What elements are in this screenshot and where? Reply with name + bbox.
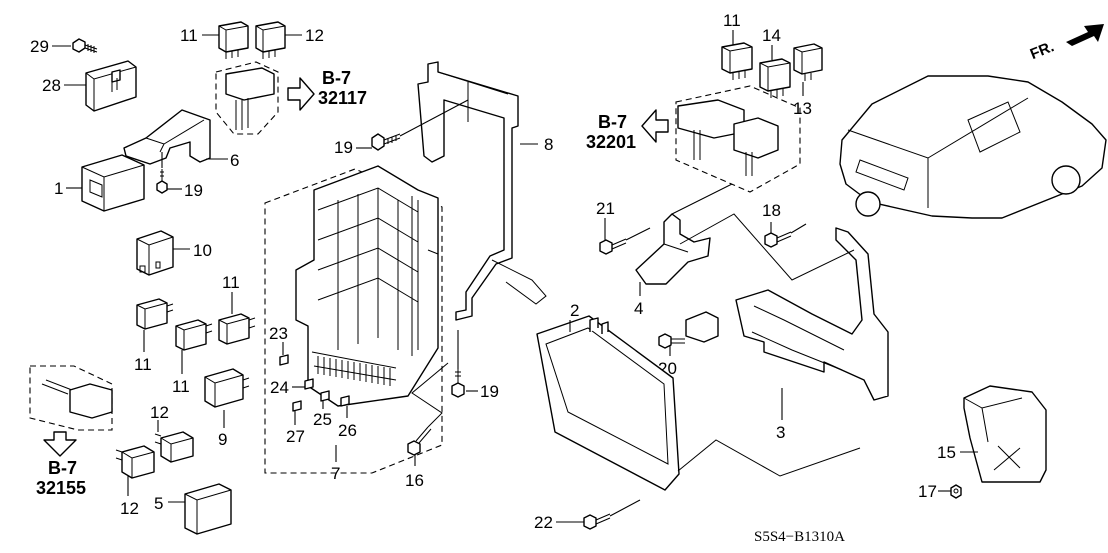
connector-32155[interactable] xyxy=(29,365,113,431)
callout-16: 16 xyxy=(405,471,424,490)
callout-3: 3 xyxy=(776,423,785,442)
part-7-fuse-box[interactable] xyxy=(295,165,439,407)
callout-12b: 12 xyxy=(150,403,169,422)
part-28-unit[interactable] xyxy=(85,60,137,112)
part-19-bolt-b[interactable] xyxy=(371,99,469,151)
callout-19a: 19 xyxy=(184,181,203,200)
part-11-relay-e[interactable] xyxy=(721,42,753,80)
part-18-bolt[interactable] xyxy=(764,223,807,248)
callout-11d: 11 xyxy=(222,273,240,292)
callout-2: 2 xyxy=(570,301,579,320)
callout-28: 28 xyxy=(42,76,61,95)
ref-32117-page[interactable]: B-7 xyxy=(322,68,351,88)
part-11-relay-c[interactable] xyxy=(175,319,213,351)
callout-24: 24 xyxy=(270,378,289,397)
part-24-fuse[interactable] xyxy=(304,378,314,390)
callout-9: 9 xyxy=(218,430,227,449)
part-4-bracket[interactable] xyxy=(635,183,733,285)
vehicle-location-illustration xyxy=(839,75,1107,219)
callout-8: 8 xyxy=(544,135,553,154)
callout-25: 25 xyxy=(313,410,332,429)
callout-23: 23 xyxy=(269,324,288,343)
part-3-bracket[interactable] xyxy=(735,227,889,401)
part-26-fuse[interactable] xyxy=(340,395,350,407)
callout-11e: 11 xyxy=(723,11,741,30)
part-21-bolt[interactable] xyxy=(599,227,651,255)
callout-19c: 19 xyxy=(480,382,499,401)
part-11-relay-b[interactable] xyxy=(136,298,174,330)
callout-17: 17 xyxy=(918,482,937,501)
arrow-ref-32155[interactable] xyxy=(43,431,77,457)
callout-7: 7 xyxy=(331,464,340,483)
assembly-guide-line-lower xyxy=(677,439,861,477)
arrow-ref-32117[interactable] xyxy=(287,77,315,111)
callout-11a: 11 xyxy=(180,26,198,45)
part-15-cover[interactable] xyxy=(963,385,1047,483)
part-12-relay-c[interactable] xyxy=(115,445,155,479)
part-27-fuse[interactable] xyxy=(292,400,302,412)
callout-12a: 12 xyxy=(305,26,324,45)
callout-29: 29 xyxy=(30,37,49,56)
part-8-bracket[interactable] xyxy=(417,61,547,321)
callout-11c: 11 xyxy=(172,377,190,396)
part-22-bolt[interactable] xyxy=(583,499,641,530)
part-6-bracket[interactable] xyxy=(123,109,211,165)
front-direction-arrow-icon xyxy=(1066,24,1104,46)
part-9-relay[interactable] xyxy=(204,368,250,408)
callout-12c: 12 xyxy=(120,499,139,518)
ref-32117-number[interactable]: 32117 xyxy=(318,88,367,108)
callout-15: 15 xyxy=(937,443,956,462)
callout-10: 10 xyxy=(193,241,212,260)
ref-32155-number[interactable]: 32155 xyxy=(36,478,86,498)
callout-21: 21 xyxy=(596,199,615,218)
callout-18: 18 xyxy=(762,201,781,220)
part-25-fuse[interactable] xyxy=(320,390,330,402)
part-16-bolt[interactable] xyxy=(407,362,449,456)
callout-14: 14 xyxy=(762,26,781,45)
part-19-bolt-c[interactable] xyxy=(451,330,465,398)
connector-32201[interactable] xyxy=(675,85,801,193)
callout-13: 13 xyxy=(793,99,812,118)
part-12-relay-top[interactable] xyxy=(255,21,286,59)
front-direction-label: FR. xyxy=(1028,38,1057,63)
fuse-box-outline xyxy=(264,168,443,474)
part-1-control-unit[interactable] xyxy=(81,154,145,212)
callout-5: 5 xyxy=(154,494,163,513)
part-20-bolt[interactable] xyxy=(658,311,719,349)
part-29-bolt[interactable] xyxy=(72,38,98,53)
diagram-code: S5S4−B1310A xyxy=(754,529,845,545)
arrow-ref-32201[interactable] xyxy=(641,109,669,143)
assembly-guide-line xyxy=(679,213,855,281)
ref-32201-number[interactable]: 32201 xyxy=(586,132,636,152)
part-5-unit[interactable] xyxy=(184,483,232,535)
ref-32201-page[interactable]: B-7 xyxy=(598,112,627,132)
callout-1: 1 xyxy=(54,179,63,198)
part-17-nut[interactable] xyxy=(950,484,962,499)
callout-6: 6 xyxy=(230,151,239,170)
callout-11b: 11 xyxy=(134,355,152,374)
part-12-relay-b[interactable] xyxy=(154,431,194,463)
callout-19b: 19 xyxy=(334,138,353,157)
part-13-relay[interactable] xyxy=(793,43,823,81)
callout-27: 27 xyxy=(286,427,305,446)
part-11-relay-d[interactable] xyxy=(218,313,256,345)
part-10-relay[interactable] xyxy=(136,230,174,276)
callout-4: 4 xyxy=(634,299,643,318)
callout-26: 26 xyxy=(338,421,357,440)
part-23-fuse[interactable] xyxy=(279,354,289,366)
callout-22: 22 xyxy=(534,513,553,532)
part-2-ecu[interactable] xyxy=(536,315,680,491)
ref-32155-page[interactable]: B-7 xyxy=(48,458,77,478)
part-11-relay-top[interactable] xyxy=(218,21,249,59)
part-14-relay[interactable] xyxy=(759,58,791,98)
connector-32117[interactable] xyxy=(215,61,279,135)
part-19-bolt-a[interactable] xyxy=(156,152,168,194)
